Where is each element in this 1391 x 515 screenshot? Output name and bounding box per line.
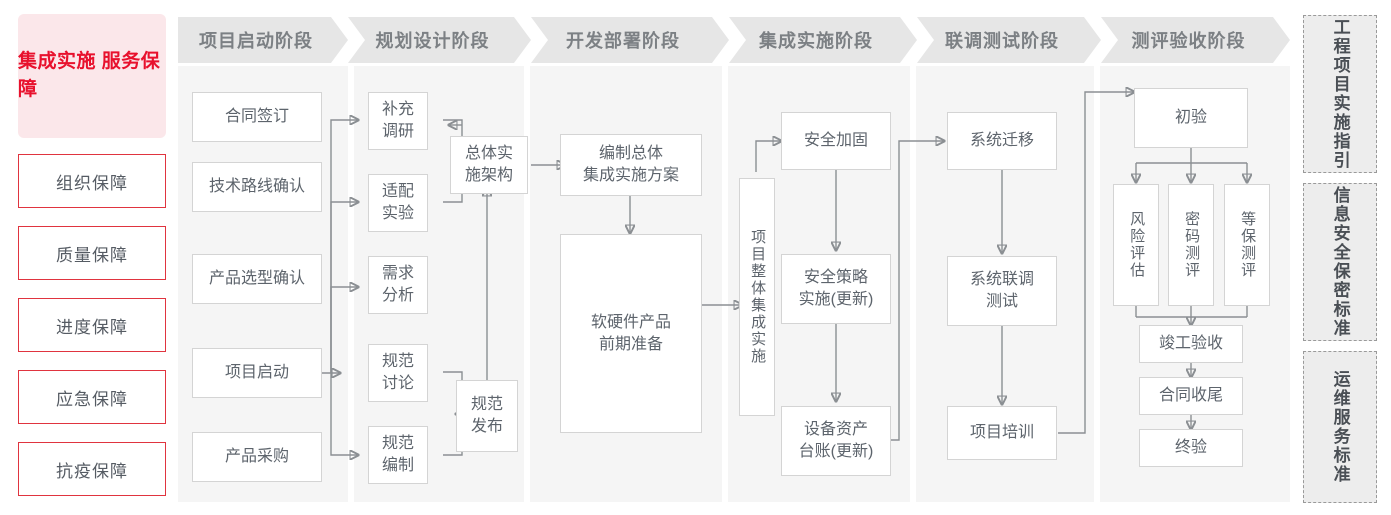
sidebar-item-schedule[interactable]: 进度保障 [18,298,166,352]
node-asset-ledger[interactable]: 设备资产 台账(更新) [781,406,891,476]
node-spec-discussion[interactable]: 规范 讨论 [368,344,428,402]
node-final-acceptance[interactable]: 终验 [1139,429,1243,467]
node-completion-acceptance[interactable]: 竣工验收 [1139,325,1243,363]
node-project-training[interactable]: 项目培训 [947,406,1057,460]
sidebar-item-organization[interactable]: 组织保障 [18,154,166,208]
node-overall-architecture[interactable]: 总体实 施架构 [450,136,528,194]
standard-infosec-confidentiality[interactable]: 信息安全保密标准 [1303,183,1377,341]
node-crypto-evaluation[interactable]: 密码测评 [1168,184,1214,306]
node-draft-integration-plan[interactable]: 编制总体 集成实施方案 [560,134,702,196]
node-preliminary-acceptance[interactable]: 初验 [1134,88,1248,148]
sidebar: 集成实施 服务保障 组织保障 质量保障 进度保障 应急保障 抗疫保障 [18,14,166,502]
node-requirement-analysis[interactable]: 需求 分析 [368,256,428,314]
node-contract-signing[interactable]: 合同签订 [192,92,322,142]
standard-label: 信息安全保密标准 [1330,186,1350,338]
phase-header-1[interactable]: 项目启动阶段 [178,17,348,63]
standard-ops-service[interactable]: 运维服务标准 [1303,351,1377,503]
node-system-migration[interactable]: 系统迁移 [947,112,1057,170]
standard-engineering-guideline[interactable]: 工程项目实施指引 [1303,15,1377,173]
node-joint-debug-test[interactable]: 系统联调 测试 [947,256,1057,326]
node-project-kickoff[interactable]: 项目启动 [192,348,322,398]
node-mlps-evaluation[interactable]: 等保测评 [1224,184,1270,306]
node-product-procurement[interactable]: 产品采购 [192,432,322,482]
standard-label: 工程项目实施指引 [1330,18,1350,170]
phase-header-3[interactable]: 开发部署阶段 [531,17,729,63]
phase-header-6[interactable]: 测评验收阶段 [1101,17,1290,63]
node-overall-integration[interactable]: 项目整体集成实施 [739,178,775,416]
node-hw-sw-preparation[interactable]: 软硬件产品 前期准备 [560,234,702,433]
node-security-policy[interactable]: 安全策略 实施(更新) [781,254,891,324]
phase-header-5[interactable]: 联调测试阶段 [917,17,1101,63]
node-risk-assessment[interactable]: 风险评估 [1113,184,1159,306]
sidebar-item-quality[interactable]: 质量保障 [18,226,166,280]
node-adaptation-experiment[interactable]: 适配 实验 [368,174,428,232]
sidebar-item-emergency[interactable]: 应急保障 [18,370,166,424]
sidebar-title: 集成实施 服务保障 [18,14,166,138]
node-product-selection[interactable]: 产品选型确认 [192,254,322,304]
node-contract-closeout[interactable]: 合同收尾 [1139,377,1243,415]
standard-label: 运维服务标准 [1330,370,1350,484]
phase-header-2[interactable]: 规划设计阶段 [348,17,531,63]
node-tech-route-confirm[interactable]: 技术路线确认 [192,162,322,212]
phase-header-4[interactable]: 集成实施阶段 [729,17,917,63]
node-spec-release[interactable]: 规范 发布 [456,380,518,452]
node-spec-drafting[interactable]: 规范 编制 [368,426,428,484]
node-supplementary-research[interactable]: 补充 调研 [368,92,428,150]
node-security-hardening[interactable]: 安全加固 [781,112,891,170]
sidebar-item-epidemic[interactable]: 抗疫保障 [18,442,166,496]
